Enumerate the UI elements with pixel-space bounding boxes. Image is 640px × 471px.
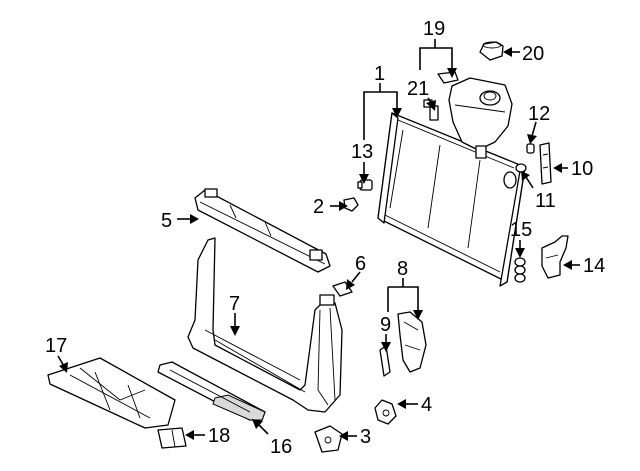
callout-6: 6 bbox=[355, 253, 366, 275]
hose-drawing bbox=[514, 257, 526, 283]
callout-15: 15 bbox=[510, 219, 532, 241]
callout-18: 18 bbox=[208, 425, 230, 447]
leader-lines bbox=[57, 39, 580, 441]
callout-5: 5 bbox=[161, 210, 172, 232]
clip-drawing bbox=[343, 197, 359, 212]
mount-drawing bbox=[374, 399, 397, 425]
callout-9: 9 bbox=[380, 314, 391, 336]
bracket-drawing bbox=[539, 142, 552, 185]
callout-10: 10 bbox=[571, 158, 593, 180]
callout-1: 1 bbox=[374, 63, 385, 85]
callout-17: 17 bbox=[45, 335, 67, 357]
expansion-tank-drawing bbox=[437, 71, 513, 159]
small-fittings-drawing bbox=[515, 143, 535, 173]
tank-cap-drawing bbox=[479, 41, 504, 61]
clip-18-drawing bbox=[157, 427, 187, 449]
callout-16: 16 bbox=[270, 436, 292, 458]
callout-3: 3 bbox=[360, 426, 371, 448]
callout-2: 2 bbox=[313, 196, 324, 218]
callout-19: 19 bbox=[423, 18, 445, 40]
callout-21: 21 bbox=[407, 78, 429, 100]
callout-7: 7 bbox=[229, 293, 240, 315]
upper-support-drawing bbox=[194, 188, 331, 273]
callout-12: 12 bbox=[528, 103, 550, 125]
callout-4: 4 bbox=[421, 394, 432, 416]
thermostat-housing-drawing bbox=[541, 235, 569, 279]
callout-labels: 1 2 3 4 5 6 7 8 9 10 11 12 13 14 15 16 1… bbox=[45, 18, 605, 458]
radiator-drawing bbox=[377, 112, 526, 287]
air-duct-drawing bbox=[379, 311, 427, 377]
trim-strip-drawing bbox=[157, 361, 266, 421]
part-drawings bbox=[47, 41, 569, 453]
bracket-3-drawing bbox=[314, 425, 343, 453]
callout-11: 11 bbox=[535, 190, 556, 212]
support-frame-drawing bbox=[187, 237, 343, 413]
splash-shield-drawing bbox=[47, 357, 176, 429]
drain-plug-drawing bbox=[357, 179, 373, 191]
callout-13: 13 bbox=[351, 141, 373, 163]
callout-14: 14 bbox=[583, 255, 605, 277]
callout-20: 20 bbox=[522, 43, 544, 65]
callout-8: 8 bbox=[397, 258, 408, 280]
